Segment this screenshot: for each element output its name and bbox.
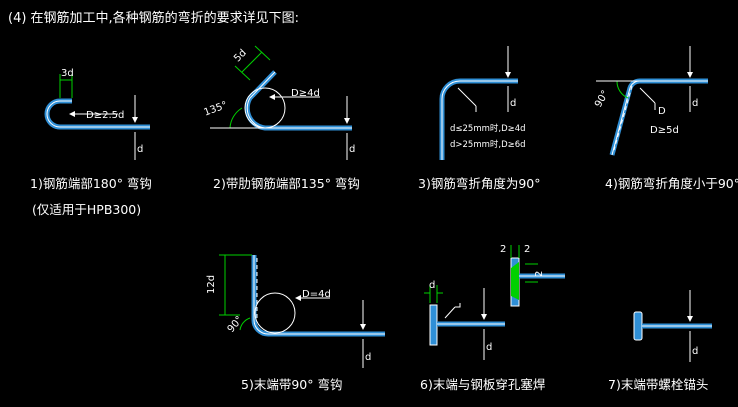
fig4-label-d: d [692, 98, 698, 109]
fig5-label-D: D=4d [302, 289, 331, 300]
fig4-rebar [609, 78, 708, 156]
fig7-label-d: d [692, 346, 698, 357]
fig3-caption: 3)钢筋弯折角度为90° [418, 176, 541, 191]
fig1-label-3d: 3d [61, 68, 74, 79]
fig5-label-d: d [365, 352, 371, 363]
fig7-caption: 7)末端带螺栓锚头 [608, 377, 708, 392]
heading: (4) 在钢筋加工中,各种钢筋的弯折的要求详见下图: [8, 10, 299, 26]
figure-5: 12d 90° D=4d d 5)末端带90° 弯钩 [206, 254, 385, 392]
fig1-caption-2: (仅适用于HPB300) [32, 202, 141, 217]
fig5-caption: 5)末端带90° 弯钩 [241, 377, 342, 392]
fig2-rebar [244, 70, 352, 131]
fig2-label-d: d [349, 144, 355, 155]
fig4-label-90: 90° [593, 89, 611, 110]
figure-6: d d 2 2 2 6)末端与钢板穿孔塞焊 [420, 244, 565, 392]
fig2-label-135: 135° [203, 100, 229, 119]
fig3-label-d: d [510, 98, 516, 109]
fig6-label-2a: 2 [500, 244, 506, 255]
fig5-label-90: 90° [226, 314, 246, 335]
fig1-label-D: D≥2.5d [86, 110, 124, 121]
fig3-label-2: d>25mm时,D≥6d [450, 139, 526, 150]
fig6-plate [429, 304, 438, 346]
figure-2: 5d 135° D≥4d d 2)带肋钢筋端部135° 弯钩 [203, 45, 360, 191]
figure-1: 3d D≥2.5d d 1)钢筋端部180° 弯钩 (仅适用于HPB300) [30, 68, 152, 217]
fig1-caption: 1)钢筋端部180° 弯钩 [30, 176, 152, 191]
fig2-label-5d: 5d [232, 48, 249, 65]
fig2-caption: 2)带肋钢筋端部135° 弯钩 [213, 176, 360, 191]
figure-7: d 7)末端带螺栓锚头 [608, 290, 712, 392]
fig5-label-12d: 12d [206, 275, 217, 294]
fig6-label-d2: d [486, 342, 492, 353]
fig6-label-2b: 2 [524, 244, 530, 255]
fig6-label-2c: 2 [534, 271, 545, 277]
figure-4: 90° D D≥5d d 4)钢筋弯折角度小于90° [593, 46, 738, 191]
fig1-label-d: d [137, 144, 143, 155]
fig4-caption: 4)钢筋弯折角度小于90° [605, 176, 738, 191]
fig2-label-D: D≥4d [291, 88, 320, 99]
fig4-label-D: D [658, 106, 666, 117]
fig6-caption: 6)末端与钢板穿孔塞焊 [420, 377, 545, 392]
fig7-anchor-head [633, 311, 643, 341]
fig3-label-1: d≤25mm时,D≥4d [450, 123, 526, 134]
fig4-label-D5d: D≥5d [650, 125, 679, 136]
fig6-label-d1: d [429, 280, 435, 291]
figure-3: d≤25mm时,D≥4d d>25mm时,D≥6d d 3)钢筋弯折角度为90° [418, 46, 541, 191]
